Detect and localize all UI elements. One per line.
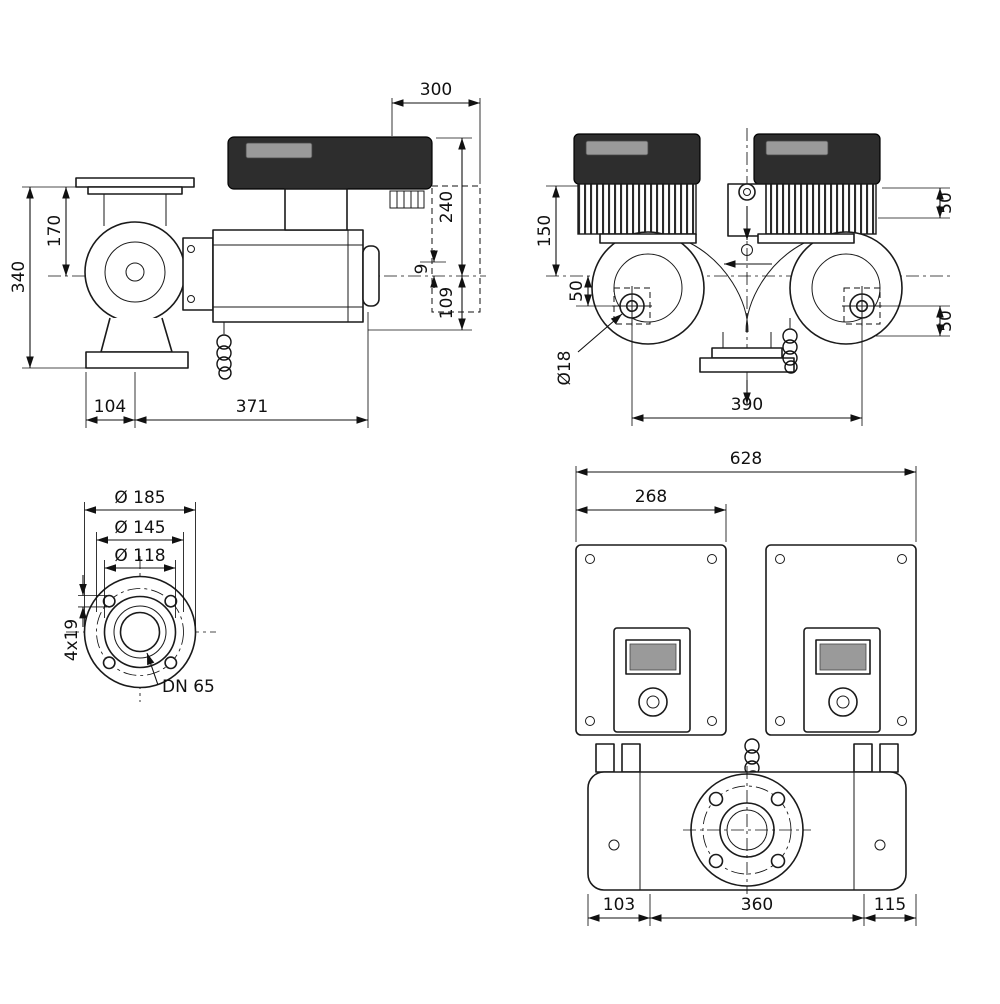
mount-foot [879, 743, 899, 773]
bolt-hole [164, 656, 178, 670]
right-neck-flange [757, 233, 855, 244]
dim-label-371: 371 [236, 397, 268, 417]
dim-50-right-upper: 50 [878, 187, 956, 219]
left-port-boss [612, 286, 652, 326]
dim-label-104: 104 [94, 397, 126, 417]
dim-label-103: 103 [603, 895, 635, 915]
dim-bottom-row: 103 360 115 [587, 894, 917, 926]
volute-casing [84, 221, 186, 323]
dim-label-115: 115 [874, 895, 906, 915]
dim-label-628: 628 [730, 449, 762, 469]
mount-foot [621, 743, 641, 773]
bolt-hole [164, 594, 178, 608]
dim-185: Ø 185 [84, 488, 196, 626]
vent-slots [389, 190, 425, 209]
left-module-plan [575, 544, 727, 736]
right-module-plan [765, 544, 917, 736]
dim-9: 9 [412, 250, 446, 288]
bore [119, 611, 161, 653]
right-motor-fins [757, 183, 877, 235]
dim-50-left: 50 [567, 276, 618, 307]
dim-118: Ø 118 [104, 546, 176, 618]
dim-label-50-rl: 50 [936, 310, 956, 332]
mount-foot [595, 743, 615, 773]
plan-view: 628 268 [575, 449, 917, 926]
dim-bolt-hole: Ø18 [555, 313, 623, 386]
dim-label-118: Ø 118 [114, 546, 165, 566]
left-module-display [585, 140, 649, 156]
control-knob [828, 687, 858, 717]
dim-label-185: Ø 185 [114, 488, 165, 508]
right-module-display [765, 140, 829, 156]
dim-label-240: 240 [437, 191, 457, 223]
cable-coil [216, 334, 232, 380]
dim-109: 109 [368, 276, 472, 331]
dim-label-109: 109 [437, 287, 457, 319]
pump-foot [100, 317, 173, 353]
dim-label-o18: Ø18 [555, 350, 575, 385]
pump-end-side [75, 177, 214, 369]
display-screen [819, 643, 867, 671]
motor-side [212, 229, 380, 323]
bolt-circle [96, 588, 184, 676]
lifting-eye [738, 183, 756, 201]
control-knob [638, 687, 668, 717]
control-module-side [227, 136, 433, 231]
motor-body [212, 229, 364, 323]
mount-foot [853, 743, 873, 773]
dim-label-145: Ø 145 [114, 518, 165, 538]
front-view: 150 50 Ø18 50 50 390 [535, 128, 956, 426]
dim-label-268: 268 [635, 487, 667, 507]
dim-label-50-left: 50 [567, 280, 587, 302]
pump-body-plan [587, 743, 907, 894]
dim-104-371: 104 371 [85, 312, 369, 428]
bolt-hole [102, 594, 116, 608]
suction-flange [75, 177, 195, 188]
dim-300: 300 [391, 80, 481, 184]
dim-240: 240 [436, 137, 472, 276]
dim-50-right-lower: 50 [876, 305, 956, 337]
dim-340: 340 [9, 187, 86, 369]
dim-dn65: DN 65 [146, 652, 215, 697]
flange-view: Ø 185 Ø 145 Ø 118 4x19 DN 65 [62, 488, 216, 702]
left-neck-flange [599, 233, 697, 244]
base-plate [85, 351, 189, 369]
dim-628: 628 [575, 449, 917, 542]
dim-label-170: 170 [45, 215, 65, 247]
clearance-envelope [431, 185, 481, 313]
bolt-hole [708, 853, 724, 869]
dim-label-300: 300 [420, 80, 452, 100]
bolt-hole [770, 853, 786, 869]
dim-150: 150 [535, 185, 578, 276]
dim-390: 390 [631, 322, 863, 426]
dim-label-9: 9 [412, 264, 432, 275]
module-neck [284, 188, 348, 231]
dim-label-50-ru: 50 [936, 192, 956, 214]
dim-label-150: 150 [535, 215, 555, 247]
dim-label-340: 340 [9, 261, 29, 293]
dim-label-360: 360 [741, 895, 773, 915]
left-motor-fins [577, 183, 697, 235]
dim-4x19: 4x19 [62, 575, 107, 661]
motor-end-bell [362, 245, 380, 307]
dim-label-390: 390 [731, 395, 763, 415]
dim-268: 268 [576, 487, 727, 542]
bolt-hole [708, 791, 724, 807]
dim-label-dn65: DN 65 [162, 677, 215, 697]
side-view: 300 240 9 109 170 340 [9, 80, 486, 428]
bolt-hole [102, 656, 116, 670]
dim-145: Ø 145 [96, 518, 184, 612]
dim-label-4x19: 4x19 [62, 619, 82, 662]
discharge-flange [699, 357, 795, 373]
display-screen [629, 643, 677, 671]
dim-170: 170 [22, 186, 76, 276]
bolt-hole [770, 791, 786, 807]
display-window [245, 142, 313, 159]
